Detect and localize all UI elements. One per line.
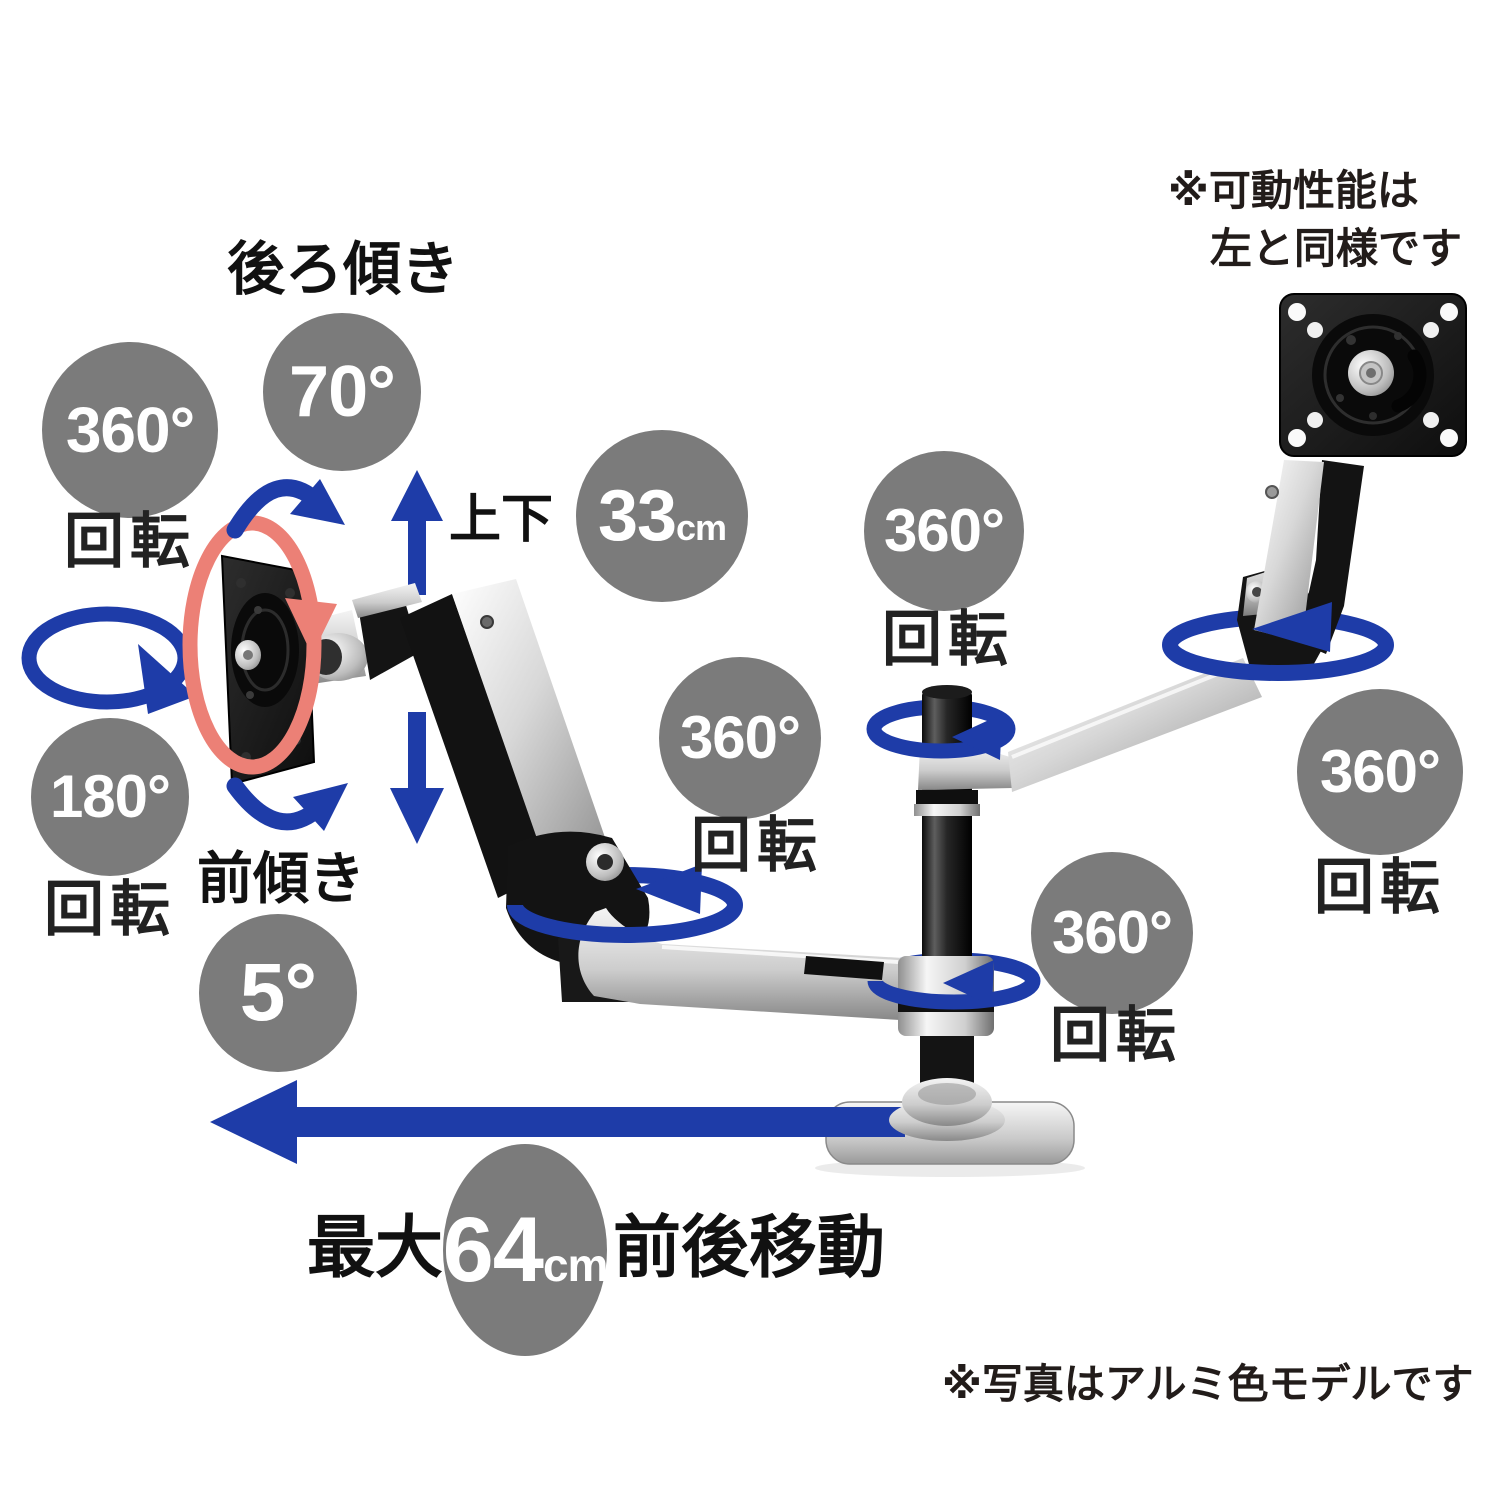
left-plate-joint xyxy=(305,583,422,684)
pan-rotate-arrow-icon xyxy=(21,606,196,714)
right-arm-lower xyxy=(1008,658,1262,792)
updown-arrow-down-icon xyxy=(390,712,444,844)
rotate-ring-right-elbow-icon xyxy=(1162,602,1394,681)
rotate-ring-left-elbow-icon xyxy=(507,864,743,943)
rotate-ring-pole-top-icon xyxy=(866,714,1016,760)
right-vesa-plate xyxy=(1279,293,1467,457)
right-arm-upper xyxy=(1254,460,1364,654)
monitor-arm-photo xyxy=(210,293,1467,1177)
updown-arrow-up-icon xyxy=(391,470,443,595)
base-grommet xyxy=(889,1078,1005,1141)
tilt-back-arc-icon xyxy=(226,479,345,539)
portrait-rotate-ring-icon xyxy=(182,515,337,775)
left-arm-lower xyxy=(578,908,903,1020)
travel-arrow-icon xyxy=(210,1080,905,1164)
rotate-ring-pole-bottom-icon xyxy=(867,960,1041,1010)
tilt-forward-arc-icon xyxy=(226,777,348,831)
left-arm-upper xyxy=(400,579,610,898)
